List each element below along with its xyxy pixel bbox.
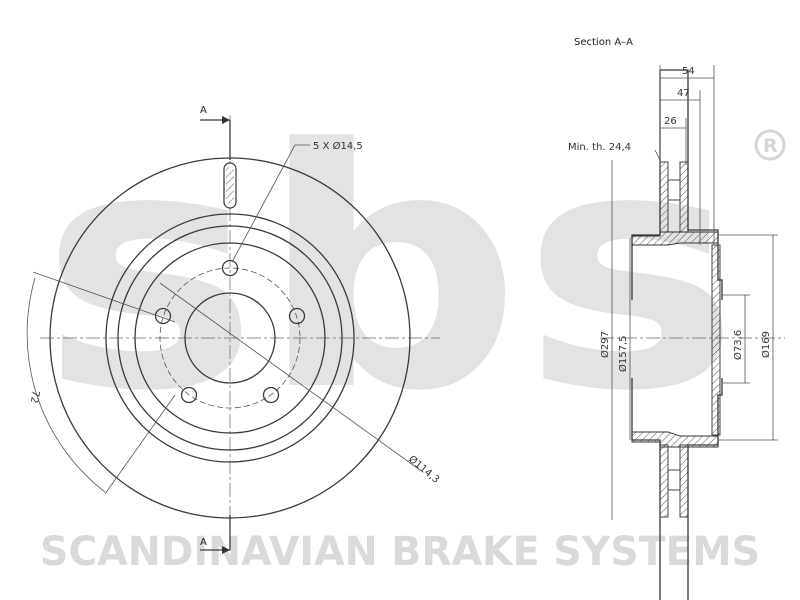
angle-label: 72 [28, 389, 41, 403]
angle-ref-line [32, 271, 176, 323]
min-th-leader [654, 149, 661, 161]
section-view: Section A–A 54 47 26 Min. th. 24,4 [568, 37, 785, 600]
bolt-hole [288, 307, 306, 325]
friction-face-top-left [659, 161, 669, 233]
hat-inner-circle [134, 242, 326, 434]
disc-thickness-label: 26 [664, 116, 677, 127]
hat-outer-circle [117, 225, 343, 451]
pcd-dimension-line [159, 282, 421, 471]
bolt-hole [180, 386, 198, 404]
overall-thickness-label: 54 [682, 66, 695, 77]
bolt-hole [221, 259, 239, 277]
bolt-leader-line [231, 144, 310, 263]
bolt-holes [154, 259, 306, 404]
pitch-circle [159, 267, 301, 409]
vent-top [667, 179, 681, 201]
min-thickness-label: Min. th. 24,4 [568, 142, 631, 153]
hub-wall [711, 244, 721, 436]
arrow-head [222, 546, 230, 554]
friction-face-top-right [679, 161, 689, 233]
angle-arc [26, 277, 106, 493]
company-name: SCANDINAVIAN BRAKE SYSTEMS [40, 529, 760, 575]
hat-wall-top [631, 231, 719, 246]
friction-inner-circle [105, 213, 355, 463]
brand-letters: sbs [40, 79, 740, 463]
hub-depth-label: 47 [677, 88, 690, 99]
wear-slot [223, 162, 237, 209]
hat-diameter-label: Ø157,5 [617, 336, 629, 373]
section-marker-bottom: A [200, 537, 207, 548]
outer-diameter-label: Ø297 [599, 331, 611, 358]
hat-wall-bottom [631, 431, 719, 448]
bolt-hole [262, 386, 280, 404]
section-marker-top: A [200, 105, 207, 116]
registered-mark-letter: R [763, 135, 778, 157]
registered-mark-icon [754, 129, 786, 161]
center-bore-label: Ø73,6 [732, 330, 744, 360]
vent-bottom [667, 469, 681, 491]
bolt-hole [154, 307, 172, 325]
arrow-head [222, 116, 230, 124]
angle-ref-line [104, 394, 176, 495]
friction-face-bottom-left [659, 444, 669, 518]
bolt-pattern-label: 5 X Ø14,5 [313, 140, 363, 152]
friction-face-bottom-right [679, 444, 689, 518]
hub-diameter-label: Ø169 [760, 331, 772, 358]
center-bore-circle [184, 292, 276, 384]
section-title: Section A–A [574, 37, 633, 48]
